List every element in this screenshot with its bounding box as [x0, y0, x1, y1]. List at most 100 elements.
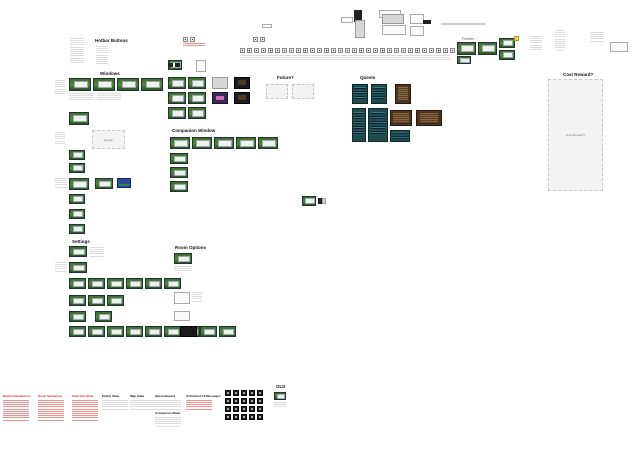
- settings-bottom-row-3[interactable]: [107, 326, 124, 337]
- frontier-yellow-swatch[interactable]: [514, 36, 519, 41]
- settings-frame-row-6[interactable]: [164, 278, 181, 289]
- settings-bottom-row-2[interactable]: [88, 326, 105, 337]
- icon-grid-tile-8[interactable]: [241, 398, 247, 404]
- toolbar-panel-2[interactable]: [354, 10, 362, 22]
- hotbar-frame-row3-1[interactable]: [168, 107, 186, 119]
- settings-frame-row-4[interactable]: [126, 278, 143, 289]
- toolbar-icon-5[interactable]: [268, 48, 273, 53]
- toolbar-top-btn-2[interactable]: [260, 37, 265, 42]
- room-options-frame-3[interactable]: [174, 311, 190, 321]
- hotbar-frame-row2-2[interactable]: [188, 92, 206, 104]
- toolbar-icon-29[interactable]: [436, 48, 441, 53]
- window-frame-row1-2[interactable]: [93, 78, 115, 91]
- frontier-frame-4[interactable]: [499, 38, 515, 48]
- quest-card-parchment[interactable]: [395, 84, 411, 104]
- icon-grid-tile-20[interactable]: [257, 414, 263, 420]
- hotbar-frame-dark[interactable]: [234, 77, 250, 89]
- icon-grid-tile-7[interactable]: [233, 398, 239, 404]
- toolbar-icon-19[interactable]: [366, 48, 371, 53]
- hotbar-frame-gray[interactable]: [212, 77, 228, 89]
- settings-frame-3[interactable]: [69, 311, 86, 322]
- icon-grid-tile-12[interactable]: [233, 406, 239, 412]
- companion-frame-row1-4[interactable]: [236, 137, 256, 149]
- toolbar-icon-8[interactable]: [289, 48, 294, 53]
- toolbar-icon-20[interactable]: [373, 48, 378, 53]
- quest-card-1[interactable]: [352, 84, 368, 104]
- window-frame-c2[interactable]: [95, 178, 113, 189]
- hotbar-frame-dark2[interactable]: [234, 92, 250, 104]
- hotbar-frame-row1-1[interactable]: [168, 77, 186, 89]
- hotbar-frame-row2-1[interactable]: [168, 92, 186, 104]
- icon-grid-tile-3[interactable]: [241, 390, 247, 396]
- settings-frame-2[interactable]: [69, 262, 87, 273]
- icon-grid-tile-6[interactable]: [225, 398, 231, 404]
- window-frame-b[interactable]: [69, 163, 85, 173]
- toolbar-top-swatch[interactable]: [262, 24, 272, 28]
- frontier-frame-1[interactable]: [457, 42, 476, 55]
- room-options-frame[interactable]: [174, 253, 192, 264]
- window-frame-sky[interactable]: [117, 178, 131, 188]
- toolbar-panel-8[interactable]: [410, 26, 424, 36]
- icon-grid-tile-13[interactable]: [241, 406, 247, 412]
- window-frame-c1[interactable]: [69, 178, 89, 190]
- frontier-frame-3[interactable]: [457, 56, 471, 64]
- misc-frame-1[interactable]: [302, 196, 316, 206]
- toolbar-icon-26[interactable]: [415, 48, 420, 53]
- icon-grid-tile-14[interactable]: [249, 406, 255, 412]
- icon-grid-tile-19[interactable]: [249, 414, 255, 420]
- toolbar-icon-3[interactable]: [254, 48, 259, 53]
- settings-bottom-row-1[interactable]: [69, 326, 86, 337]
- toolbar-icon-17[interactable]: [352, 48, 357, 53]
- icon-grid-tile-15[interactable]: [257, 406, 263, 412]
- toolbar-icon-23[interactable]: [394, 48, 399, 53]
- toolbar-icon-13[interactable]: [324, 48, 329, 53]
- toolbar-icon-15[interactable]: [338, 48, 343, 53]
- misc-frame-2[interactable]: [318, 198, 322, 204]
- window-frame-e[interactable]: [69, 209, 85, 219]
- icon-grid-tile-9[interactable]: [249, 398, 255, 404]
- toolbar-icon-11[interactable]: [310, 48, 315, 53]
- toolbar-panel-7[interactable]: [410, 14, 424, 24]
- icon-grid-tile-4[interactable]: [249, 390, 255, 396]
- hotbar-button-1[interactable]: [183, 37, 188, 42]
- frontier-frame-2[interactable]: [478, 42, 497, 55]
- window-frame-single[interactable]: [69, 112, 89, 125]
- companion-frame-row1-2[interactable]: [192, 137, 212, 149]
- toolbar-icon-2[interactable]: [247, 48, 252, 53]
- toolbar-panel-5[interactable]: [382, 14, 404, 24]
- toolbar-top-btn-1[interactable]: [253, 37, 258, 42]
- settings-black-frame[interactable]: [180, 326, 197, 337]
- quest-detail-1[interactable]: [390, 110, 412, 126]
- toolbar-icon-1[interactable]: [240, 48, 245, 53]
- icon-grid-tile-5[interactable]: [257, 390, 263, 396]
- settings-frame-1[interactable]: [69, 246, 87, 257]
- settings-bottom-row-4[interactable]: [126, 326, 143, 337]
- settings-bottom-row-6[interactable]: [164, 326, 181, 337]
- quest-detail-2[interactable]: [416, 110, 442, 126]
- toolbar-icon-16[interactable]: [345, 48, 350, 53]
- frontier-panel[interactable]: [610, 42, 628, 52]
- toolbar-panel-6[interactable]: [382, 25, 406, 35]
- toolbar-slider[interactable]: [441, 23, 486, 25]
- toolbar-icon-10[interactable]: [303, 48, 308, 53]
- toolbar-slider-handle[interactable]: [423, 20, 431, 24]
- toolbar-icon-9[interactable]: [296, 48, 301, 53]
- old-frame-1[interactable]: [274, 392, 286, 400]
- window-frame-row1-3[interactable]: [117, 78, 139, 91]
- settings-frame-row2-1[interactable]: [69, 295, 86, 306]
- companion-frame-row1-1[interactable]: [170, 137, 190, 149]
- settings-frame-row-3[interactable]: [107, 278, 124, 289]
- toolbar-icon-25[interactable]: [408, 48, 413, 53]
- settings-frame-row-1[interactable]: [69, 278, 86, 289]
- quest-detail-3[interactable]: [390, 130, 410, 142]
- toolbar-icon-7[interactable]: [282, 48, 287, 53]
- window-frame-d[interactable]: [69, 194, 85, 204]
- hotbar-swatch[interactable]: [196, 60, 206, 72]
- toolbar-icon-24[interactable]: [401, 48, 406, 53]
- toolbar-panel-3[interactable]: [355, 20, 365, 38]
- toolbar-icon-12[interactable]: [317, 48, 322, 53]
- settings-frame-row2-2[interactable]: [88, 295, 105, 306]
- icon-grid-tile-18[interactable]: [241, 414, 247, 420]
- hotbar-frame-row3-2[interactable]: [188, 107, 206, 119]
- toolbar-icon-28[interactable]: [429, 48, 434, 53]
